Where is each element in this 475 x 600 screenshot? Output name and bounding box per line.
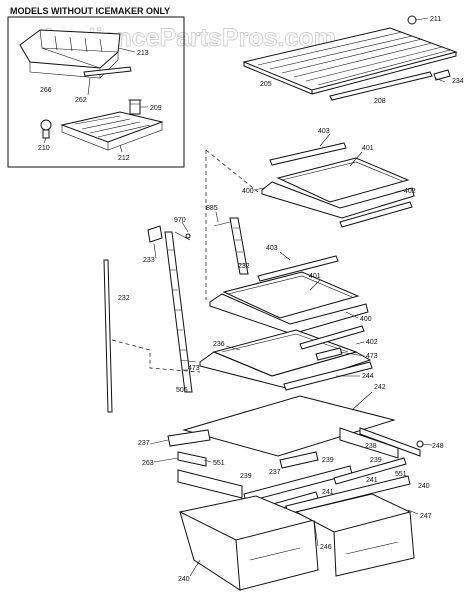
crisper-cover-glass-242	[182, 395, 396, 457]
callout-505: 505	[176, 387, 188, 394]
callout-232-left: 232	[118, 295, 130, 302]
callout-234: 234	[452, 78, 464, 85]
part-212	[60, 111, 164, 151]
callout-473-left: 473	[188, 365, 200, 372]
callout-212: 212	[118, 155, 130, 162]
callout-400-middle: 400	[360, 316, 372, 323]
callout-970: 970	[174, 217, 186, 224]
callout-403-middle: 403	[266, 245, 278, 252]
callout-labels: 211 213 205 234 266 208 262 209 210 212 …	[38, 16, 464, 583]
callout-241-left: 241	[322, 489, 334, 496]
callout-266: 266	[40, 87, 52, 94]
callout-241-right: 241	[366, 477, 378, 484]
wire-shelf-205	[242, 15, 458, 101]
callout-232-right: 232	[238, 263, 250, 270]
screw-211	[407, 15, 417, 25]
rail-262	[83, 66, 132, 77]
callout-551-left: 551	[213, 460, 225, 467]
callout-205: 205	[260, 81, 272, 88]
callout-213: 213	[137, 50, 149, 57]
crisper-drawer-right	[294, 493, 415, 577]
crisper-frame	[179, 325, 373, 391]
callout-263: 263	[142, 460, 154, 467]
assembly-line-upper	[205, 149, 259, 300]
callout-233: 233	[143, 257, 155, 264]
callout-248: 248	[432, 443, 444, 450]
callout-237-center: 237	[269, 469, 281, 476]
callout-208: 208	[374, 98, 386, 105]
callout-244: 244	[362, 373, 374, 380]
crisper-drawer-left	[178, 495, 319, 591]
callout-401-upper: 401	[362, 145, 374, 152]
ladder-bracket-right	[213, 217, 249, 275]
inset-box: MODELS WITHOUT ICEMAKER ONLY	[7, 6, 185, 168]
callout-247: 247	[420, 513, 432, 520]
callout-237-left: 237	[138, 440, 150, 447]
callout-239-center: 239	[322, 457, 334, 464]
callout-211: 211	[430, 16, 441, 23]
callout-242: 242	[374, 384, 386, 391]
callout-402-middle: 402	[366, 339, 378, 346]
callout-246: 246	[320, 544, 332, 551]
callout-402-upper: 402	[404, 188, 416, 195]
glass-shelf-middle	[209, 255, 369, 335]
callout-209: 209	[150, 105, 162, 112]
callout-236: 236	[213, 341, 225, 348]
callout-238: 238	[365, 443, 377, 450]
leader-lines	[149, 133, 433, 577]
ladder-bracket-left	[147, 225, 193, 393]
callout-239-left: 239	[240, 473, 252, 480]
callout-210: 210	[38, 145, 50, 152]
callout-885: 885	[206, 205, 218, 212]
rail-232	[103, 259, 113, 413]
callout-239-right: 239	[370, 457, 382, 464]
lower-slides	[167, 427, 424, 519]
callout-401-middle: 401	[309, 273, 321, 280]
inset-title: MODELS WITHOUT ICEMAKER ONLY	[10, 6, 170, 16]
callout-403-upper: 403	[318, 128, 330, 135]
part-209	[128, 99, 142, 115]
callout-240-bottom: 240	[178, 576, 190, 583]
callout-240-right: 240	[418, 483, 430, 490]
glass-shelf-upper	[261, 142, 415, 228]
part-210	[40, 119, 52, 139]
callout-473-right: 473	[366, 353, 378, 360]
callout-262: 262	[75, 97, 87, 104]
callout-551-right: 551	[395, 471, 407, 478]
callout-400-upper: 400	[242, 188, 254, 195]
